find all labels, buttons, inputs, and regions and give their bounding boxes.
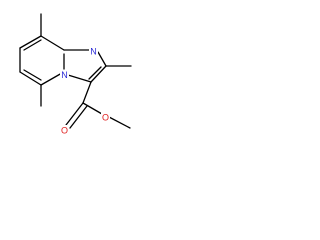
bond-layer [19, 13, 132, 129]
ring-nitrogen-label: N [90, 47, 97, 57]
bond-carbonyl-o-single [82, 102, 103, 115]
bond-c8a-c8 [40, 35, 65, 51]
carbonyl-oxygen-label: O [61, 126, 68, 136]
ester-oxygen-label: O [102, 113, 109, 123]
bond-c7-c8-double [23, 39, 42, 51]
bond-c8-c7 [19, 35, 42, 49]
atom-label-layer: N N O O [60, 46, 110, 136]
bond-c2-c3 [90, 65, 107, 83]
bond-c5-n4 [40, 72, 63, 86]
ring-nitrogen-mask [89, 46, 98, 56]
bond-c3-n4 [67, 74, 92, 83]
bond-c5-c6-double [23, 69, 42, 81]
bond-c2-c3-double [88, 66, 102, 80]
bond-carbonyl-o-double-b [69, 105, 88, 129]
bond-c6-c5 [19, 71, 42, 86]
structure-canvas: N N O O [0, 0, 152, 152]
molecule-drawing: N N O O [19, 13, 132, 136]
carbonyl-oxygen-mask [60, 125, 69, 135]
bridgehead-nitrogen-mask [60, 69, 69, 80]
bond-o-methyl [108, 116, 131, 129]
bridgehead-nitrogen-label: N [61, 70, 68, 80]
ester-oxygen-mask [101, 112, 110, 122]
bond-c3-carbonyl [82, 81, 92, 104]
bond-carbonyl-o-double-a [65, 102, 84, 126]
bond-n1-c2 [97, 51, 107, 67]
